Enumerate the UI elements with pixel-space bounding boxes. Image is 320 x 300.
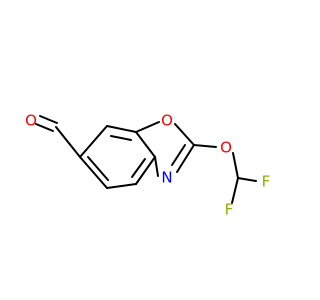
bond-c2-o (193, 144, 217, 148)
bond-benzene-5 (79, 156, 108, 189)
bond-oxazole-o-c2 (174, 123, 195, 146)
molecule-structure: O O O N F F (25, 112, 271, 219)
atom-label-f-right: F (262, 173, 271, 191)
bond-benzene-inner-3 (87, 156, 109, 181)
bond-oxazole-n-c (154, 156, 159, 177)
bond-oxazole-c-o (135, 121, 160, 133)
bond-cf2-f-right (237, 177, 257, 182)
bond-oxazole-c2-n (176, 144, 195, 173)
bond-oxazole-c2-n-double (171, 144, 186, 166)
bond-benzene-1 (106, 125, 137, 133)
bond-benzene-2 (135, 131, 156, 158)
atom-label-o-oxazole: O (161, 112, 173, 130)
bond-aldehyde-co-double-b (35, 123, 54, 132)
bond-cf2-f-bottom (231, 177, 239, 204)
bond-benzene-3 (135, 156, 156, 185)
atom-label-n: N (161, 169, 172, 187)
bond-ring-to-aldehyde (79, 125, 108, 158)
bond-benzene-inner-1 (110, 135, 132, 141)
atom-label-o-ether: O (220, 139, 232, 157)
atom-label-o-aldehyde: O (25, 112, 37, 130)
bond-aldehyde-to-ring (55, 126, 81, 158)
bond-benzene-inner-2 (131, 158, 146, 178)
molecule-diagram: O O O N F F (25, 111, 271, 219)
bond-aldehyde-co-double-a (39, 115, 58, 124)
bond-o-cf2 (232, 152, 239, 179)
bond-benzene-4 (106, 183, 137, 189)
atom-label-f-bottom: F (225, 201, 234, 219)
